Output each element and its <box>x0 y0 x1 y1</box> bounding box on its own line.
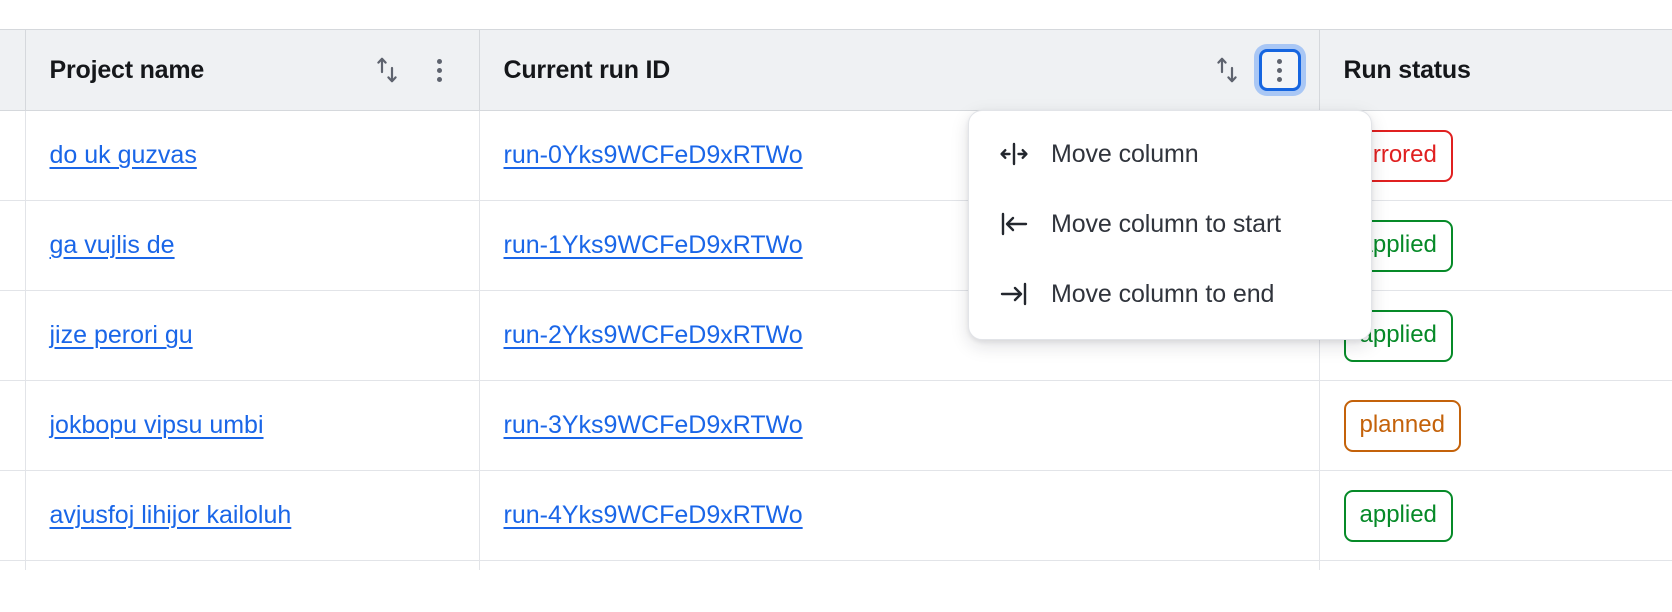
sort-icon <box>1212 55 1242 85</box>
column-context-menu[interactable]: Move column Move column to start <box>968 110 1372 340</box>
project-name-link[interactable]: jize perori gu <box>49 321 193 349</box>
menu-item-move-column-to-start[interactable]: Move column to start <box>969 189 1371 259</box>
move-column-to-end-icon <box>997 277 1031 311</box>
move-column-to-start-icon <box>997 207 1031 241</box>
run-id-link[interactable]: run-2Yks9WCFeD9xRTWo <box>503 321 803 349</box>
cell-run-status: errored <box>1319 110 1672 201</box>
move-column-icon <box>997 137 1031 171</box>
menu-item-move-column-to-end[interactable]: Move column to end <box>969 259 1371 329</box>
cell-run-status <box>1319 560 1672 570</box>
sort-button-current-run-id[interactable] <box>1207 50 1247 90</box>
table-row: do uk guzvas run-0Yks9WCFeD9xRTWo errore… <box>0 110 1672 201</box>
cell-project-name <box>25 560 480 570</box>
column-header-label-run-status: Run status <box>1343 55 1471 84</box>
project-name-link[interactable]: ga vujlis de <box>49 231 175 259</box>
cell-project-name: ga vujlis de <box>25 200 480 291</box>
table-row: avjusfoj lihijor kailoluh run-4Yks9WCFeD… <box>0 470 1672 561</box>
kebab-menu-icon <box>437 57 442 83</box>
cell-current-run-id: run-3Yks9WCFeD9xRTWo <box>479 380 1320 471</box>
header-row: Project name <box>0 29 1672 111</box>
column-header-select <box>0 29 26 111</box>
run-id-link[interactable]: run-0Yks9WCFeD9xRTWo <box>503 141 803 169</box>
cell-run-status: planned <box>1319 380 1672 471</box>
table-row: jokbopu vipsu umbi run-3Yks9WCFeD9xRTWo … <box>0 380 1672 471</box>
menu-item-label: Move column to start <box>1051 209 1282 238</box>
table-body: do uk guzvas run-0Yks9WCFeD9xRTWo errore… <box>0 110 1672 570</box>
cell-current-run-id <box>479 560 1320 570</box>
menu-item-label: Move column <box>1051 139 1199 168</box>
sort-button-project-name[interactable] <box>367 50 407 90</box>
sort-icon <box>372 55 402 85</box>
cell-project-name: jokbopu vipsu umbi <box>25 380 480 471</box>
kebab-menu-icon <box>1277 57 1282 83</box>
run-id-link[interactable]: run-1Yks9WCFeD9xRTWo <box>503 231 803 259</box>
column-header-run-status: Run status <box>1319 29 1672 111</box>
table-row: jize perori gu run-2Yks9WCFeD9xRTWo appl… <box>0 290 1672 381</box>
table-header: Project name <box>0 29 1672 111</box>
column-menu-button-current-run-id[interactable] <box>1258 49 1301 91</box>
column-header-label-current-run-id: Current run ID <box>503 55 671 84</box>
table-scroll-container[interactable]: Project name <box>0 29 1672 612</box>
row-select-cell[interactable] <box>0 560 26 570</box>
cell-run-status: applied <box>1319 290 1672 381</box>
menu-item-move-column[interactable]: Move column <box>969 119 1371 189</box>
project-name-link[interactable]: avjusfoj lihijor kailoluh <box>49 501 292 529</box>
cell-run-status: applied <box>1319 470 1672 561</box>
column-menu-button-project-name[interactable] <box>419 49 461 91</box>
row-select-cell[interactable] <box>0 110 26 201</box>
row-select-cell[interactable] <box>0 290 26 381</box>
table-row-partial <box>0 560 1672 570</box>
cell-project-name: avjusfoj lihijor kailoluh <box>25 470 480 561</box>
row-select-cell[interactable] <box>0 200 26 291</box>
status-badge: planned <box>1343 399 1461 452</box>
project-name-link[interactable]: jokbopu vipsu umbi <box>49 411 264 439</box>
cell-run-status: applied <box>1319 200 1672 291</box>
cell-project-name: do uk guzvas <box>25 110 480 201</box>
column-header-current-run-id: Current run ID <box>479 29 1320 111</box>
column-header-label-project-name: Project name <box>49 55 205 84</box>
row-select-cell[interactable] <box>0 470 26 561</box>
menu-item-label: Move column to end <box>1051 279 1275 308</box>
cell-project-name: jize perori gu <box>25 290 480 381</box>
status-badge: applied <box>1343 489 1453 542</box>
table-row: ga vujlis de run-1Yks9WCFeD9xRTWo applie… <box>0 200 1672 291</box>
project-name-link[interactable]: do uk guzvas <box>49 141 197 169</box>
run-id-link[interactable]: run-3Yks9WCFeD9xRTWo <box>503 411 803 439</box>
run-id-link[interactable]: run-4Yks9WCFeD9xRTWo <box>503 501 803 529</box>
row-select-cell[interactable] <box>0 380 26 471</box>
cell-current-run-id: run-4Yks9WCFeD9xRTWo <box>479 470 1320 561</box>
projects-table: Project name <box>0 29 1672 570</box>
column-header-project-name: Project name <box>25 29 480 111</box>
